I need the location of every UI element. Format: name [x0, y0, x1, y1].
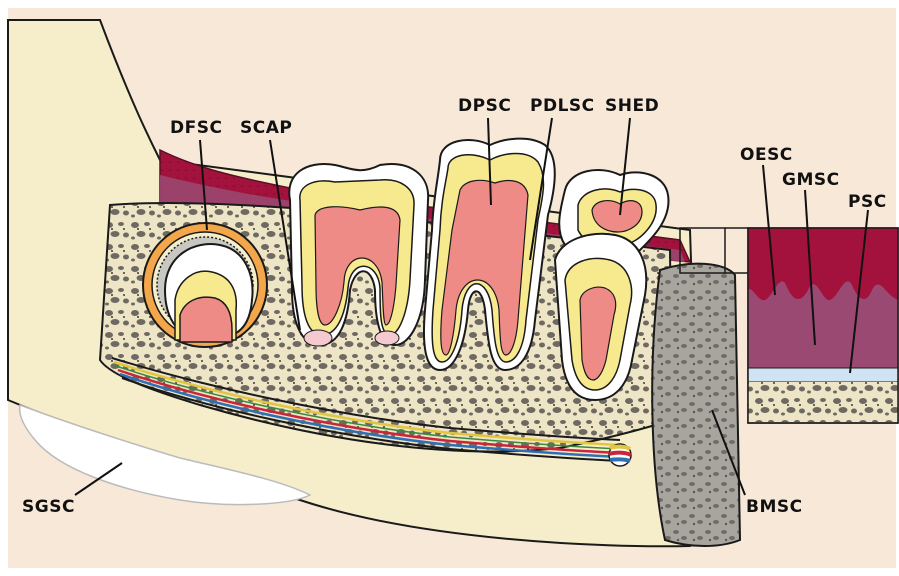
- developing-tooth: [143, 223, 267, 347]
- label-psc: PSC: [848, 192, 887, 212]
- label-shed: SHED: [605, 96, 659, 116]
- gingiva-inset: [748, 228, 898, 423]
- label-sgsc: SGSC: [22, 497, 75, 517]
- label-pdlsc: PDLSC: [530, 96, 595, 116]
- label-bmsc: BMSC: [746, 497, 803, 517]
- bone-marrow-column: [652, 264, 740, 546]
- nerve-cross-section: [609, 444, 631, 466]
- label-dfsc: DFSC: [170, 118, 222, 138]
- label-scap: SCAP: [240, 118, 292, 138]
- label-gmsc: GMSC: [782, 170, 840, 190]
- label-dpsc: DPSC: [458, 96, 511, 116]
- label-oesc: OESC: [740, 145, 793, 165]
